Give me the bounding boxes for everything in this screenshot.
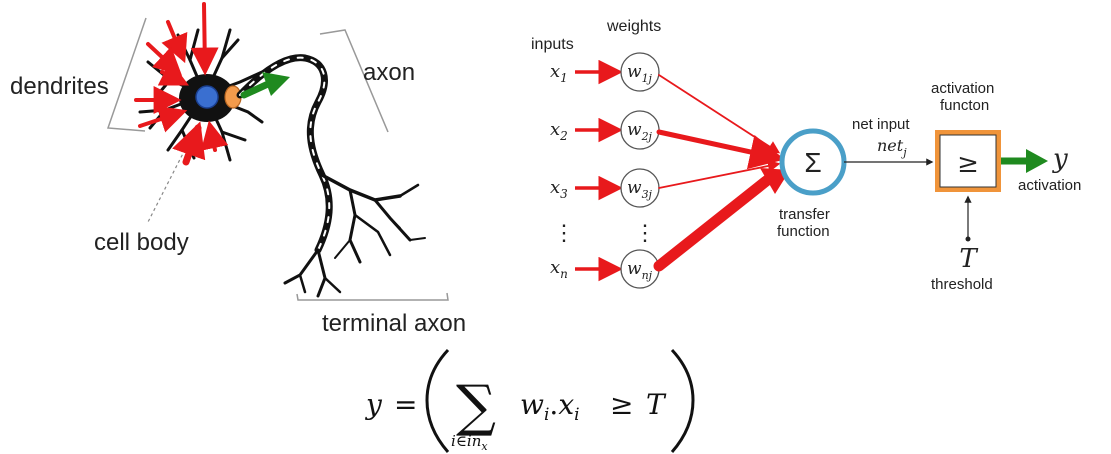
weight-w1j: w1j	[627, 62, 653, 85]
formula-sum: ∑	[456, 374, 496, 439]
inputs-label: inputs	[531, 36, 574, 53]
axon-body	[236, 54, 426, 298]
threshold-symbol: T	[959, 244, 978, 274]
weight-w2j: w2j	[627, 120, 653, 143]
input-xn: xn	[550, 257, 568, 281]
input-x2: x2	[550, 119, 568, 143]
activation-title-1: activation	[931, 80, 994, 97]
neuron-input-arrows	[134, 2, 229, 166]
formula-rhs: T	[646, 388, 667, 421]
function-label: function	[777, 223, 830, 240]
terminal-axon-bracket	[296, 292, 449, 301]
input-x1: x1	[550, 61, 568, 85]
cell-body-label: cell body	[94, 229, 189, 256]
activation-output-arrow	[1001, 149, 1048, 173]
formula-geq: ≥	[610, 388, 633, 421]
formula-equals: =	[394, 388, 417, 421]
weights-label: weights	[606, 18, 661, 35]
formula-left-paren	[425, 348, 450, 453]
activation-title-2: functon	[940, 97, 989, 114]
input-x3: x3	[550, 177, 568, 201]
weight-wnj: wnj	[627, 259, 653, 282]
formula-term: wi.xi	[520, 388, 580, 425]
nucleus	[195, 85, 219, 109]
axon-label: axon	[363, 59, 415, 86]
axon-bracket	[319, 29, 389, 133]
weight-w3j: w3j	[627, 178, 653, 201]
neuron-illustration: dendrites axon cell body terminal axon	[10, 2, 466, 337]
dendrites-bracket	[106, 17, 147, 132]
output-label: activation	[1018, 177, 1081, 194]
formula-lhs: y	[364, 388, 383, 421]
threshold-label: threshold	[931, 276, 993, 293]
transfer-label: transfer	[779, 206, 830, 223]
input-ellipsis: ⋮	[553, 220, 575, 245]
formula-index: i∈inx	[451, 432, 488, 453]
weight-ellipsis: ⋮	[634, 220, 656, 245]
sum-symbol: Σ	[804, 147, 821, 178]
net-input-label: net input	[852, 116, 910, 133]
weight-node-1	[620, 52, 660, 92]
perceptron-formula: y = ∑ i∈inx wi.xi ≥ T	[364, 348, 695, 453]
weighted-connections	[653, 74, 790, 272]
threshold-dot	[965, 236, 971, 242]
net-j: netj	[877, 136, 907, 159]
formula-right-paren	[670, 348, 695, 453]
weight-nodes: w1j w2j w3j ⋮ wnj	[620, 52, 660, 289]
terminal-axon-label: terminal axon	[322, 310, 466, 337]
output-symbol: y	[1052, 144, 1068, 174]
activation-box-inner	[939, 134, 997, 188]
dendrites-label: dendrites	[10, 73, 109, 100]
perceptron-diagram: inputs weights x1 x2 x3 ⋮ xn w1j w2j w3j…	[531, 18, 1081, 293]
input-arrows	[575, 59, 623, 282]
activation-symbol: ≥	[957, 149, 979, 179]
neuron-output-arrow	[240, 72, 290, 99]
